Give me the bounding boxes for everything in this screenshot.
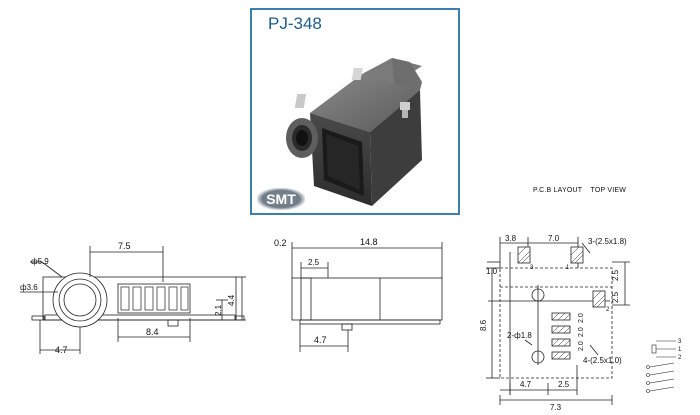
- front-view-drawing: 7.5 ф5.9 ф3.6 4.7 8.4 2.1 4.4: [20, 241, 246, 355]
- pcb-dim-8-6: 8.6: [479, 319, 488, 331]
- side-view-drawing: 0.2 14.8 2.5 4.7: [274, 237, 443, 352]
- front-dim-4-4: 4.4: [227, 294, 236, 306]
- front-dim-diam-5-9: ф5.9: [31, 257, 49, 266]
- product-photo-frame: [250, 8, 460, 215]
- schematic-pin-2: 2: [678, 355, 682, 361]
- pcb-layout-title: P.C.B LAYOUT TOP VIEW: [533, 187, 627, 194]
- pcb-dim-2-5-b: 2.5: [611, 291, 620, 303]
- side-dim-2-5: 2.5: [308, 258, 320, 267]
- product-title: PJ-348: [268, 14, 322, 33]
- pcb-dim-pad-size-4: 4-(2.5x1.0): [583, 356, 622, 365]
- side-dim-14-8: 14.8: [360, 237, 378, 247]
- pcb-dim-2-0-a: 2.0: [578, 313, 585, 323]
- pcb-dim-4-7: 4.7: [520, 380, 532, 389]
- pcb-dim-3-8: 3.8: [505, 234, 517, 243]
- side-dim-4-7: 4.7: [314, 335, 327, 345]
- front-dim-8-4: 8.4: [146, 327, 159, 337]
- pcb-layout-drawing: 3.8 7.0 3-(2.5x1.8) 1.0 2.5 2.5 8.6 2-ф1…: [479, 234, 630, 412]
- pcb-pad-label-2: 2: [606, 307, 610, 313]
- pcb-dim-2-0-c: 2.0: [578, 341, 585, 351]
- pcb-dim-pad-size-3: 3-(2.5x1.8): [588, 237, 627, 246]
- side-dim-0-2: 0.2: [274, 238, 287, 248]
- pcb-dim-1-0: 1.0: [486, 267, 498, 276]
- connector-photo: [286, 58, 422, 206]
- front-dim-2-1: 2.1: [214, 304, 223, 316]
- front-dim-7-5: 7.5: [118, 241, 131, 251]
- pcb-pad-label-1: 1: [566, 265, 570, 271]
- schematic-symbol: 3 1 2: [646, 339, 682, 393]
- pcb-dim-2-5-a: 2.5: [611, 269, 620, 281]
- pcb-dim-2-5-c: 2.5: [558, 380, 570, 389]
- front-dim-4-7: 4.7: [55, 345, 68, 355]
- pcb-dim-7-0: 7.0: [548, 234, 560, 243]
- pcb-dim-2-0-b: 2.0: [578, 327, 585, 337]
- schematic-pin-1: 1: [678, 347, 682, 353]
- pcb-pad-label-3: 3: [530, 265, 534, 271]
- smt-badge: SMT: [257, 188, 305, 210]
- pcb-dim-holes: 2-ф1.8: [507, 331, 532, 340]
- schematic-pin-3: 3: [678, 339, 682, 345]
- pcb-dim-7-3: 7.3: [550, 403, 562, 412]
- front-dim-diam-3-6: ф3.6: [20, 283, 38, 292]
